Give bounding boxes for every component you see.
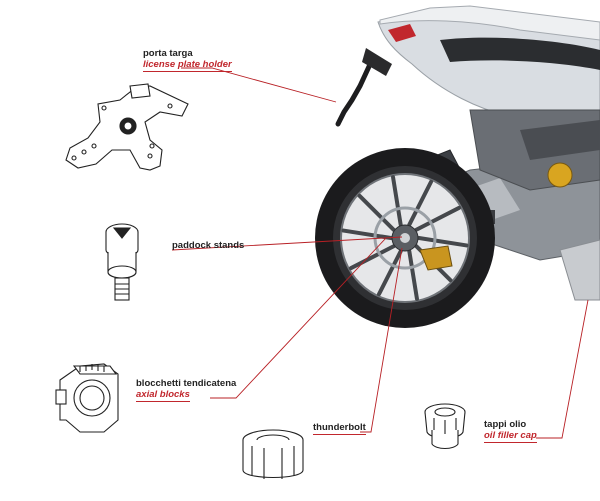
oil-filler-cap-drawing (424, 403, 466, 450)
paddock-stand-drawing (105, 223, 139, 301)
motorcycle-illustration (315, 5, 600, 328)
wheel-spoke (407, 249, 419, 301)
leader-line-license-plate (181, 67, 337, 103)
leader-line-paddock (171, 236, 403, 251)
paddock-stands-label: paddock stands (172, 240, 245, 251)
leader-lines (171, 67, 589, 439)
oil-filler-cap-label-en: oil filler cap (484, 430, 537, 443)
wheel-spoke (414, 205, 462, 232)
wheel-spoke (407, 179, 434, 227)
wheel-spoke (348, 244, 396, 271)
license-plate-label-en: license plate holder (143, 59, 232, 72)
leader-line-oil-cap (536, 299, 589, 439)
wheel-spoke (391, 175, 403, 227)
wheel-spoke (376, 249, 403, 297)
license-plate-label-it: porta targa (143, 48, 193, 59)
wheel-spoke (357, 193, 396, 232)
axial-blocks-label-it: blocchetti tendicatena (136, 378, 237, 389)
leader-line-axial (210, 237, 387, 399)
license-plate-holder-drawing (65, 83, 189, 171)
thunderbolt-label: thunderbolt (313, 422, 366, 435)
thunderbolt-drawing (242, 429, 304, 479)
oil-filler-cap-label-it: tappi olio (484, 419, 527, 430)
axial-block-drawing (55, 363, 119, 433)
leader-line-thunderbolt (360, 247, 403, 433)
wheel-spoke (417, 236, 469, 248)
wheel-spoke (341, 228, 393, 240)
axial-blocks-label-en: axial blocks (136, 389, 190, 402)
